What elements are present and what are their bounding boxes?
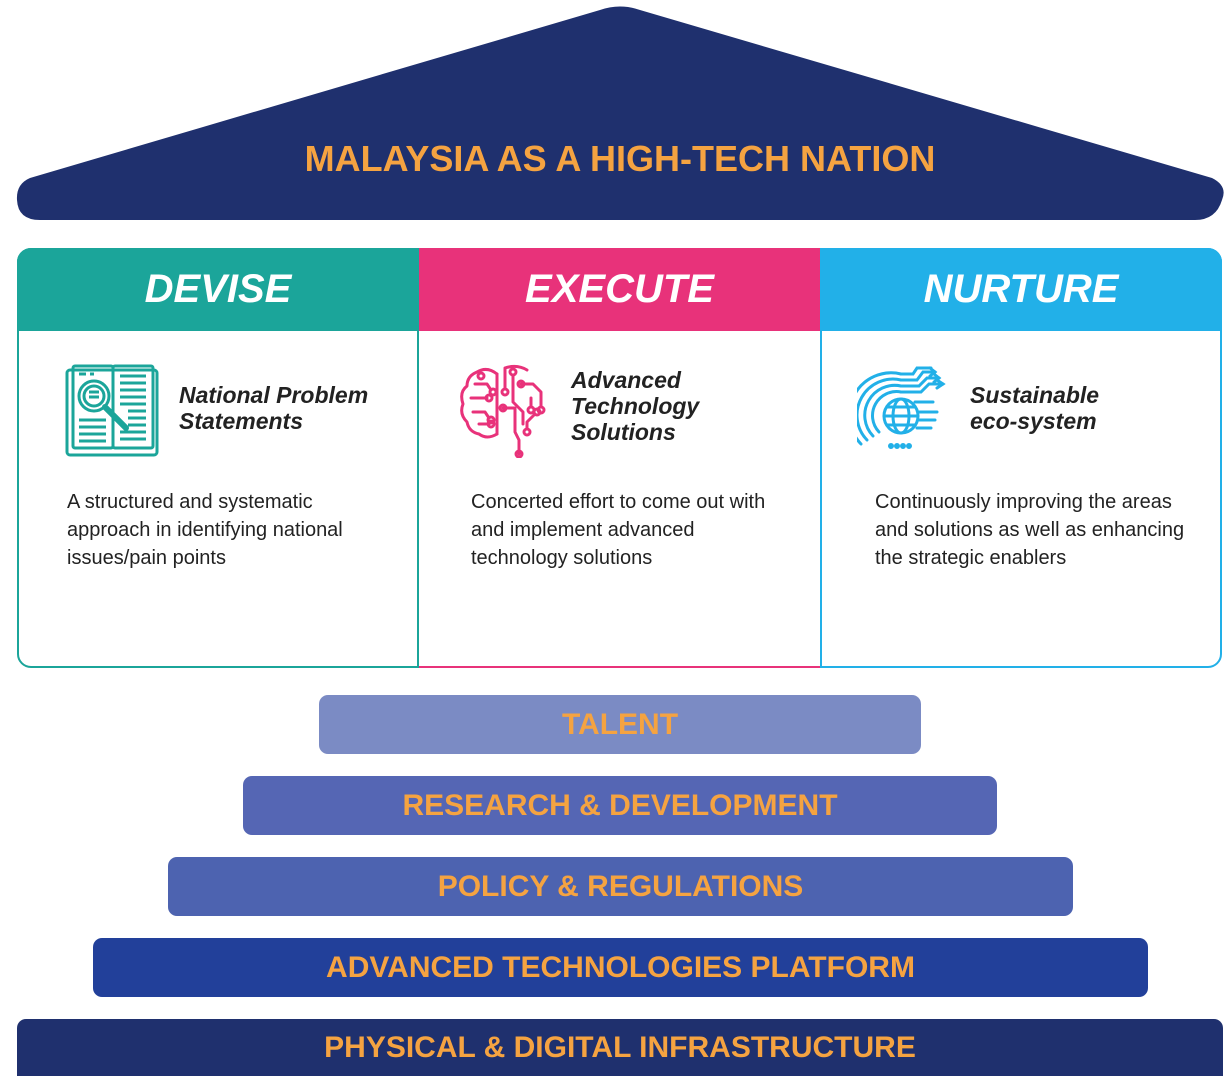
- pillar-heading-nurture: NURTURE: [820, 248, 1222, 331]
- foundation-bar-physical-digital-infrastructure: PHYSICAL & DIGITAL INFRASTRUCTURE: [17, 1019, 1223, 1076]
- pillar-devise: DEVISE National Pr: [17, 248, 419, 668]
- foundation-bar-policy-regulations: POLICY & REGULATIONS: [168, 857, 1073, 916]
- pillar-description-execute: Concerted effort to come out with and im…: [471, 491, 766, 569]
- pillar-heading-execute: EXECUTE: [419, 248, 820, 331]
- globe-network-icon: [857, 366, 946, 449]
- pillar-subtitle-execute: Advanced Technology Solutions: [571, 367, 700, 445]
- pillar-heading-devise: DEVISE: [17, 248, 419, 331]
- pillar-description-devise: A structured and systematic approach in …: [67, 491, 343, 569]
- brain-circuit-icon: [460, 364, 546, 458]
- book-magnifier-icon: [65, 364, 159, 457]
- roof-title: MALAYSIA AS A HIGH-TECH NATION: [304, 138, 936, 179]
- roof: [16, 6, 1224, 220]
- pillar-subtitle-devise: National Problem Statements: [179, 382, 369, 434]
- pillar-description-nurture: Continuously improving the areas and sol…: [875, 491, 1185, 569]
- pillar-execute: EXECUTE: [419, 248, 820, 668]
- foundation-bar-advanced-technologies-platform: ADVANCED TECHNOLOGIES PLATFORM: [93, 938, 1148, 997]
- foundation-bar-talent: TALENT: [319, 695, 921, 754]
- pillar-nurture: NURTURE Sustainabl: [820, 248, 1222, 668]
- pillars: DEVISE National Pr: [17, 248, 1222, 668]
- foundation-bar-research-development: RESEARCH & DEVELOPMENT: [243, 776, 997, 835]
- roof-shape: [16, 6, 1224, 220]
- pillar-subtitle-nurture: Sustainable eco-system: [970, 382, 1100, 434]
